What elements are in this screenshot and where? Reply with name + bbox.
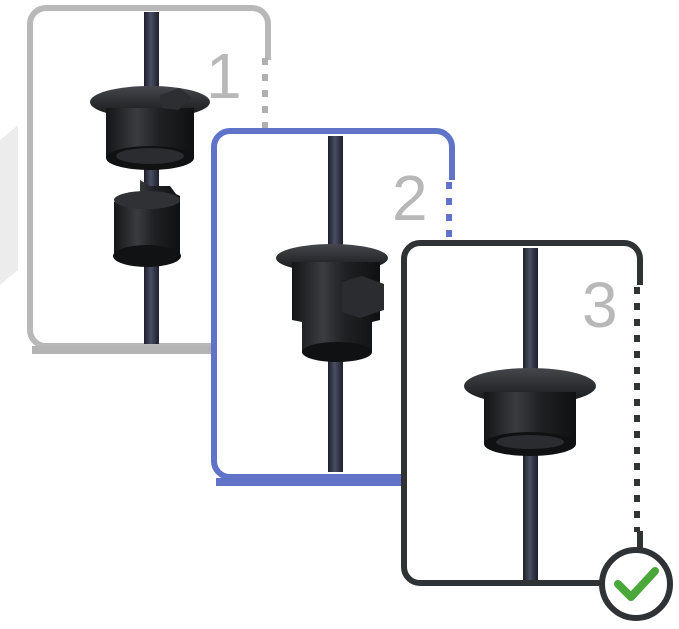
check-ring [599, 547, 673, 621]
step-1-number: 1 [206, 40, 242, 112]
checkmark-icon [614, 567, 659, 601]
step-2-number: 2 [392, 162, 428, 234]
step-1-rod [144, 12, 159, 344]
step-2-cap [276, 244, 388, 362]
step-1-upper-cap [90, 86, 210, 170]
background-shape [0, 125, 18, 285]
step-3-number: 3 [582, 269, 618, 341]
step-3-panel: 3 [401, 240, 673, 621]
step-1-lower-cap [113, 180, 181, 267]
completion-badge [599, 547, 673, 621]
step-3-cap [464, 368, 596, 456]
